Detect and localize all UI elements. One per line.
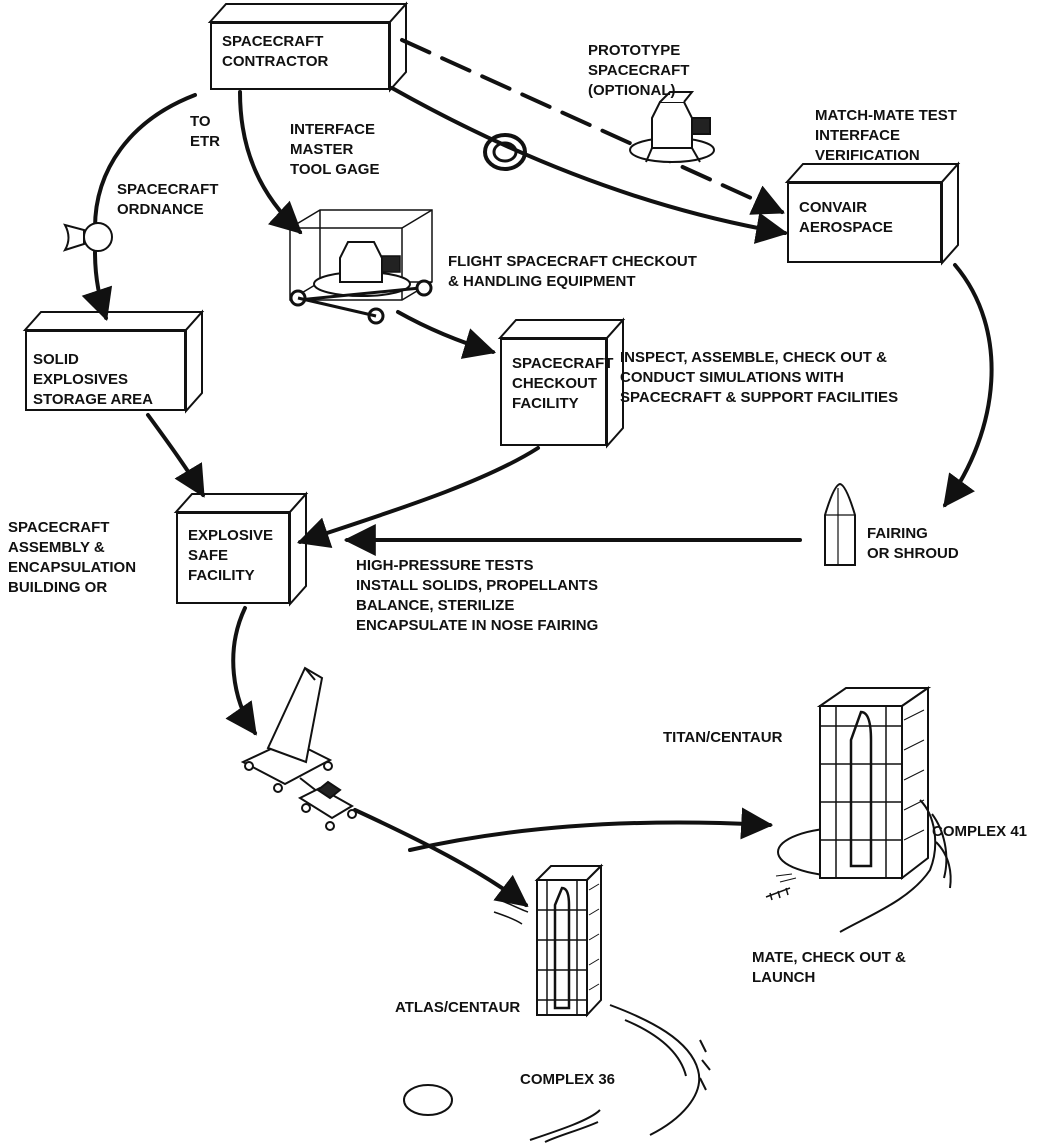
prototype-spacecraft-label: PROTOTYPE SPACECRAFT (OPTIONAL) — [588, 42, 690, 99]
spacecraft-contractor-box: SPACECRAFT CONTRACTOR — [210, 22, 390, 90]
fairing-or-shroud-label: FAIRING OR SHROUD — [867, 525, 959, 562]
pond-icon — [403, 1084, 453, 1116]
complex-41-label: COMPLEX 41 — [932, 823, 1028, 840]
to-etr-label: TO ETR — [190, 113, 220, 150]
arrow-transporter-to-titan — [408, 807, 774, 852]
box-depth-faces — [22, 1, 961, 607]
spacecraft-checkout-facility-box: SPACECRAFT CHECKOUT FACILITY — [500, 338, 613, 446]
arrow-explosive-safe-to-transporter — [225, 606, 257, 736]
flight-checkout-equipment-label: FLIGHT SPACECRAFT CHECKOUT & HANDLING EQ… — [448, 253, 697, 290]
arrow-checkout-to-explosive-safe — [296, 446, 540, 548]
fairing-icon — [824, 482, 856, 566]
arrow-ordnance-to-storage — [81, 250, 113, 322]
arrow-transporter-to-atlas — [353, 808, 529, 907]
mate-check-out-launch-label: MATE, CHECK OUT & LAUNCH — [752, 949, 906, 986]
solid-explosives-storage-box: SOLID EXPLOSIVES STORAGE AREA — [25, 330, 186, 411]
coastline — [493, 799, 952, 1143]
high-pressure-tests-label: HIGH-PRESSURE TESTS INSTALL SOLIDS, PROP… — [356, 557, 599, 634]
arrow-equipment-to-checkout — [396, 310, 497, 359]
convair-aerospace-box: CONVAIR AEROSPACE — [787, 182, 942, 263]
arrow-convair-to-fairing — [943, 263, 994, 508]
spacecraft-ordnance-icon — [62, 222, 113, 252]
interface-tool-gage-icon — [483, 133, 527, 171]
atlas-tower-icon — [534, 863, 604, 1018]
interface-master-tool-gage-label: INTERFACE MASTER TOOL GAGE — [290, 121, 380, 178]
arrow-contractor-to-equipment — [238, 90, 303, 235]
inspect-assemble-label: INSPECT, ASSEMBLE, CHECK OUT & CONDUCT S… — [620, 349, 899, 406]
spacecraft-ordnance-label: SPACECRAFT ORDNANCE — [117, 181, 219, 218]
prototype-spacecraft-icon — [629, 91, 715, 163]
match-mate-test-label: MATCH-MATE TEST INTERFACE VERIFICATION — [815, 107, 957, 164]
arrow-prototype-to-convair — [400, 38, 785, 215]
arrow-contractor-to-ordnance — [93, 93, 197, 230]
transporter-icon — [240, 666, 357, 831]
titan-tower-icon — [765, 686, 932, 901]
titan-centaur-label: TITAN/CENTAUR — [663, 729, 783, 746]
complex-36-label: COMPLEX 36 — [520, 1071, 616, 1088]
arrow-contractor-to-convair — [390, 86, 789, 244]
arrow-storage-to-explosive-safe — [146, 413, 205, 498]
spacecraft-assembly-building-label: SPACECRAFT ASSEMBLY & ENCAPSULATION BUIL… — [8, 519, 137, 596]
checkout-equipment-icon — [289, 209, 433, 325]
explosive-safe-facility-box: EXPLOSIVE SAFE FACILITY — [176, 512, 290, 604]
atlas-centaur-label: ATLAS/CENTAUR — [395, 999, 521, 1016]
flow-arrows — [81, 38, 994, 907]
